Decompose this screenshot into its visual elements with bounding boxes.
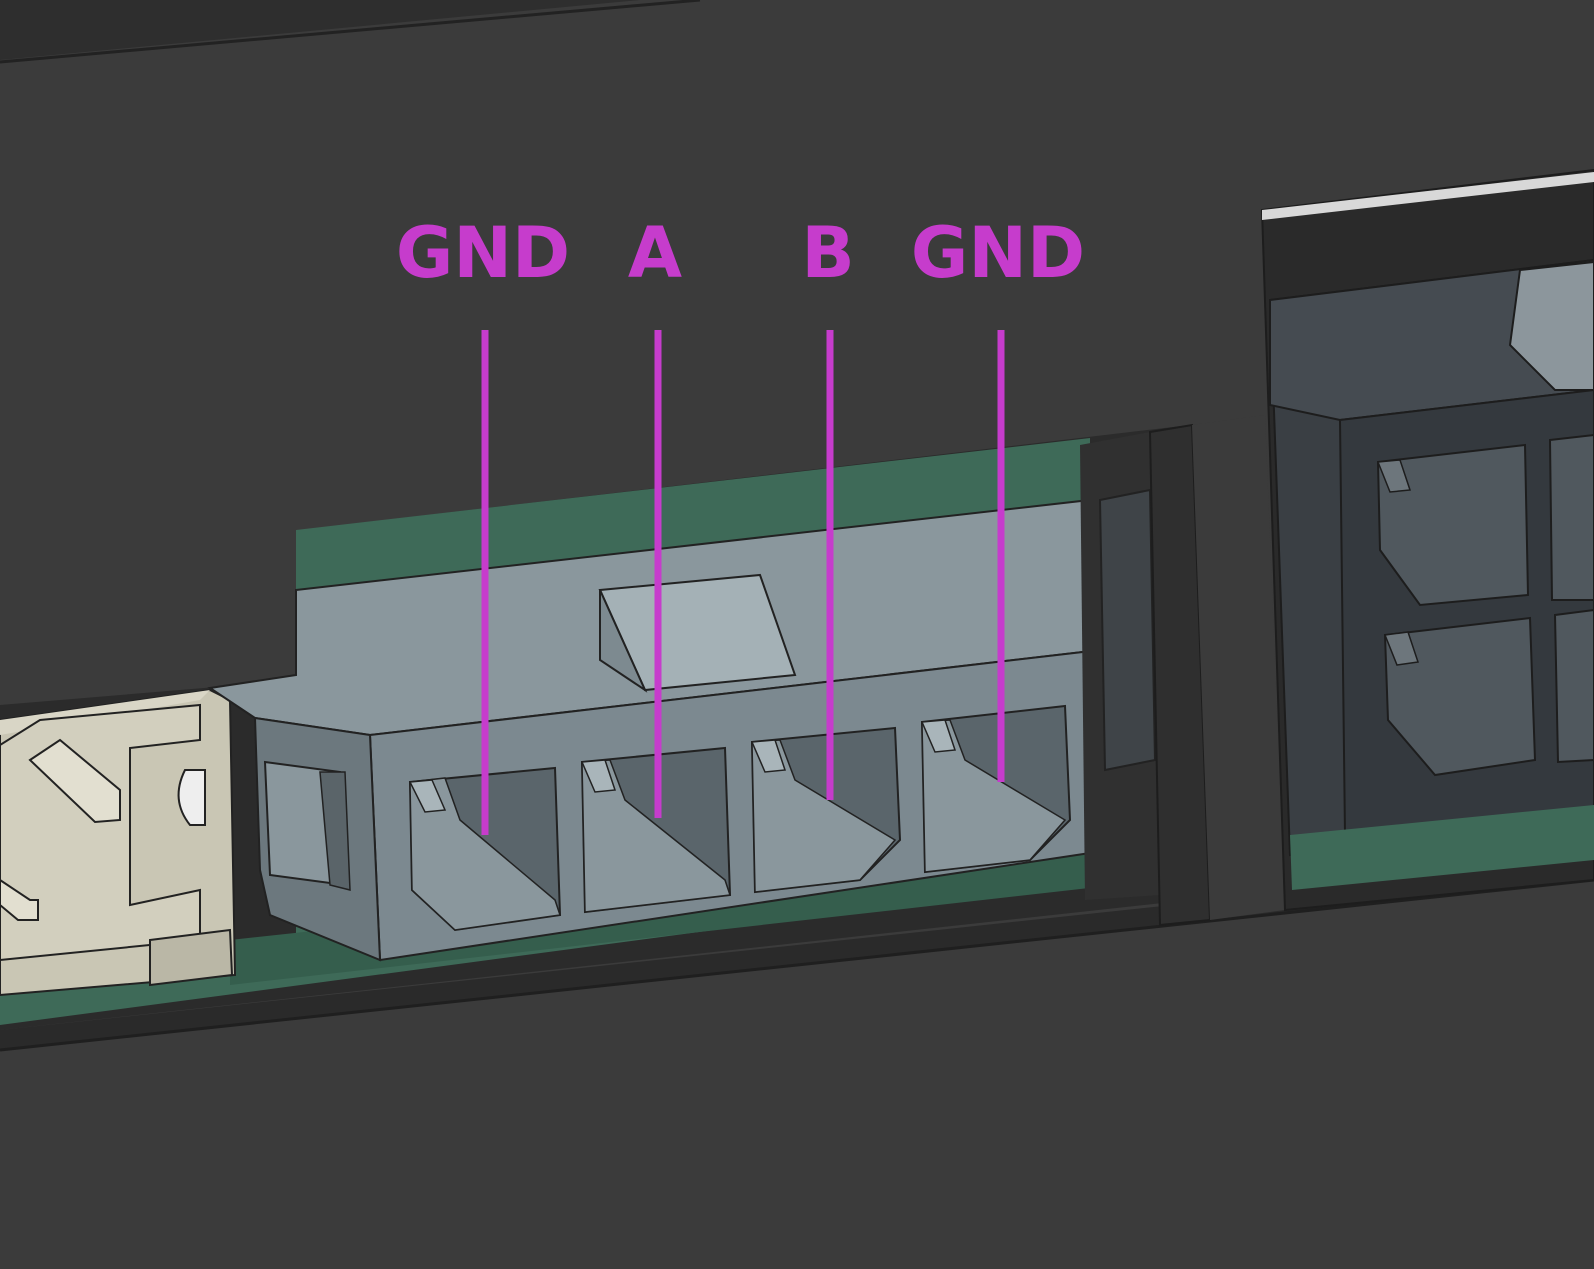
pin-label-gnd-1: GND (395, 212, 571, 294)
enclosure-lower-lip-line (0, 878, 1594, 1052)
pin-label-gnd-2: GND (910, 212, 1086, 294)
enclosure-top-edge-line (0, 0, 701, 64)
pin-cavity-3 (750, 726, 902, 894)
pin-label-a: A (627, 212, 683, 294)
pin-leader-b (826, 330, 834, 800)
cream-connector (0, 688, 237, 997)
pin-label-b: B (801, 212, 855, 294)
pin-cavities (408, 704, 1072, 932)
pin-leader-gnd-1 (481, 330, 489, 835)
enclosure-top-edge (0, 0, 640, 60)
pin-leader-a (654, 330, 662, 818)
pin-cavity-4 (920, 704, 1072, 874)
right-cavity-1 (1376, 443, 1530, 607)
pin-leader-gnd-2 (997, 330, 1005, 782)
pin-cavity-1 (408, 766, 562, 932)
right-cavity-2 (1383, 616, 1537, 777)
right-connector (1260, 168, 1594, 912)
pin-cavity-2 (580, 746, 732, 914)
enclosure-divider (1080, 415, 1285, 927)
